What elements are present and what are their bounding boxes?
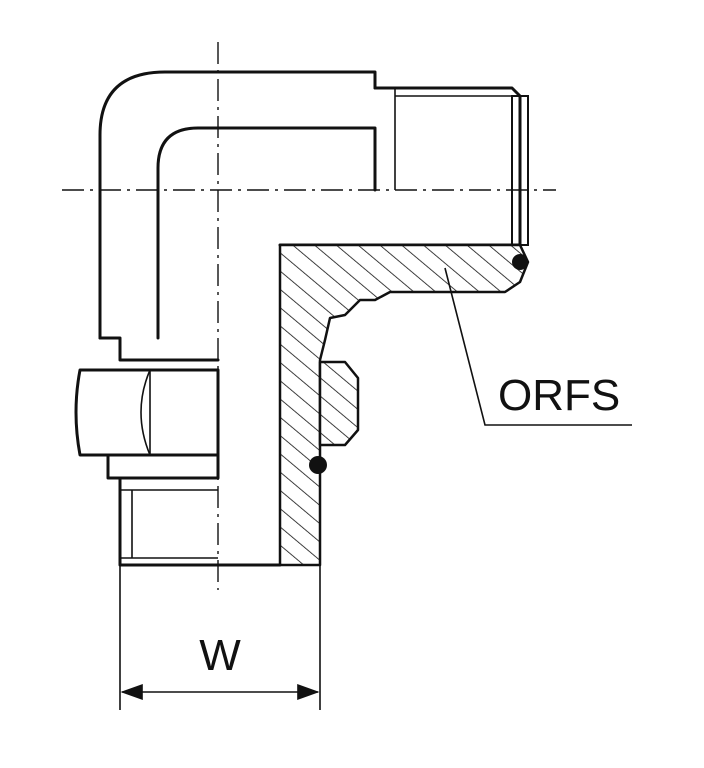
port-o-ring (309, 456, 327, 474)
stem-neck (98, 336, 220, 362)
hex-locknut (74, 368, 220, 457)
dimension-label: W (199, 631, 241, 680)
orfs-o-ring (512, 254, 528, 270)
thread-stem (118, 476, 282, 567)
washer (106, 453, 220, 480)
elbow-bore-curve (156, 126, 377, 340)
orfs-label: ORFS (498, 371, 620, 420)
elbow-body-outline (98, 70, 397, 340)
locknut-section-hatch (318, 360, 360, 447)
orfs-leader-line (444, 267, 632, 426)
orfs-thread-end (373, 86, 522, 247)
hex-chamfer-curve (140, 369, 151, 456)
body-section-hatch (278, 243, 530, 567)
